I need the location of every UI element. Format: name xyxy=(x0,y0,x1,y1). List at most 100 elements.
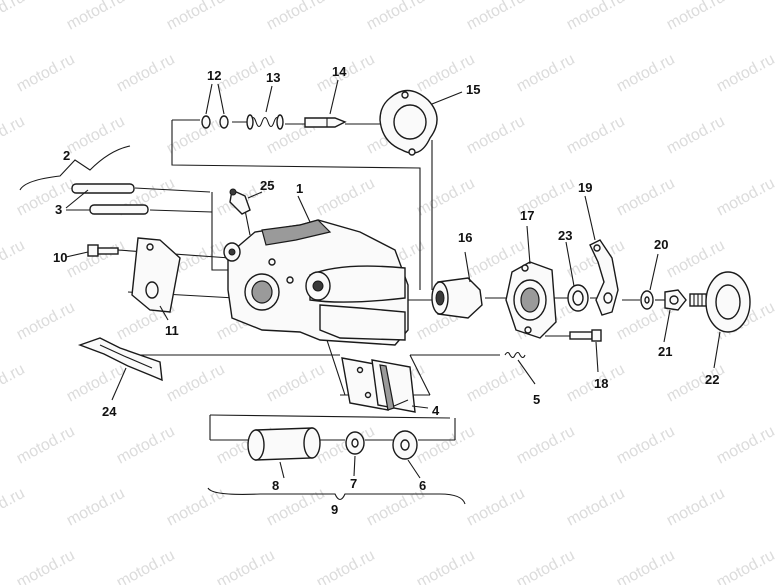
spring xyxy=(246,114,284,130)
adjuster-knob xyxy=(689,271,751,333)
watermark-text: motod.ru xyxy=(314,175,378,220)
watermark-text: motod.ru xyxy=(564,113,628,158)
assembly-lines xyxy=(117,119,665,441)
callout-1: 1 xyxy=(296,181,303,196)
gasket xyxy=(379,89,438,156)
watermark-text: motod.ru xyxy=(14,175,78,220)
watermark-text: motod.ru xyxy=(214,547,278,585)
leader-lines xyxy=(19,79,721,505)
callout-14: 14 xyxy=(332,64,347,79)
pad-spring-clip xyxy=(77,337,163,382)
mounting-bracket xyxy=(131,237,181,313)
watermark-text: motod.ru xyxy=(414,423,478,468)
watermark-text: motod.ru xyxy=(714,547,778,585)
watermark-text: motod.ru xyxy=(0,361,28,406)
bushing xyxy=(567,284,589,312)
callout-24: 24 xyxy=(102,404,117,419)
watermark-text: motod.ru xyxy=(714,423,778,468)
cam-housing xyxy=(505,261,557,339)
callout-19: 19 xyxy=(578,180,592,195)
watermark-text: motod.ru xyxy=(414,547,478,585)
callout-9: 9 xyxy=(331,502,338,517)
callout-18: 18 xyxy=(594,376,608,391)
watermark-text: motod.ru xyxy=(64,485,128,530)
watermark-text: motod.ru xyxy=(114,51,178,96)
watermark-text: motod.ru xyxy=(464,361,528,406)
watermark-text: motod.ru xyxy=(64,237,128,282)
watermark-text: motod.ru xyxy=(614,175,678,220)
watermark-text: motod.ru xyxy=(14,423,78,468)
watermark-text: motod.ru xyxy=(164,485,228,530)
callout-12: 12 xyxy=(207,68,221,83)
callout-8: 8 xyxy=(272,478,279,493)
watermark-text: motod.ru xyxy=(664,485,728,530)
callout-15: 15 xyxy=(466,82,480,97)
mounting-bolt xyxy=(87,244,119,257)
bleeder-screw xyxy=(229,188,251,215)
callout-23: 23 xyxy=(558,228,572,243)
watermark-text: motod.ru xyxy=(114,423,178,468)
watermark-text: motod.ru xyxy=(64,0,128,34)
watermark-text: motod.ru xyxy=(664,113,728,158)
washer xyxy=(640,290,654,310)
callout-7: 7 xyxy=(350,476,357,491)
watermark-text: motod.ru xyxy=(14,547,78,585)
watermark-text: motod.ru xyxy=(614,51,678,96)
watermark-text: motod.ru xyxy=(514,51,578,96)
watermark-text: motod.ru xyxy=(564,485,628,530)
watermark-text: motod.ru xyxy=(164,361,228,406)
callout-17: 17 xyxy=(520,208,534,223)
watermark-text: motod.ru xyxy=(664,0,728,34)
cam-bolt xyxy=(569,329,602,342)
callout-11: 11 xyxy=(165,323,179,338)
callout-2: 2 xyxy=(63,148,70,163)
callout-10: 10 xyxy=(53,250,67,265)
callout-4: 4 xyxy=(432,403,440,418)
watermark-text: motod.ru xyxy=(14,299,78,344)
watermark-text: motod.ru xyxy=(314,547,378,585)
actuator-lever xyxy=(589,239,619,316)
piston xyxy=(247,427,321,461)
watermark-text: motod.ru xyxy=(114,547,178,585)
callout-25: 25 xyxy=(260,178,274,193)
plunger-pin xyxy=(304,117,347,128)
watermark-text: motod.ru xyxy=(264,0,328,34)
watermark-text: motod.ru xyxy=(714,51,778,96)
watermark-text: motod.ru xyxy=(0,113,28,158)
o-ring-pair xyxy=(201,115,229,129)
watermark-text: motod.ru xyxy=(0,485,28,530)
callout-3: 3 xyxy=(55,202,62,217)
watermark-text: motod.ru xyxy=(614,423,678,468)
watermark-text: motod.ru xyxy=(464,113,528,158)
watermark-text: motod.ru xyxy=(514,547,578,585)
callout-16: 16 xyxy=(458,230,472,245)
callout-22: 22 xyxy=(705,372,719,387)
brake-pads xyxy=(341,357,416,413)
watermark-text: motod.ru xyxy=(364,0,428,34)
callout-13: 13 xyxy=(266,70,280,85)
dust-boot xyxy=(392,430,418,460)
actuator-cup xyxy=(431,277,483,319)
watermark-text: motod.ru xyxy=(264,361,328,406)
callout-21: 21 xyxy=(658,344,672,359)
callout-labels: 1 2 3 4 5 6 7 8 9 10 11 12 13 14 15 16 1… xyxy=(53,64,719,517)
callout-6: 6 xyxy=(419,478,426,493)
small-spring xyxy=(504,351,526,359)
watermark-text: motod.ru xyxy=(564,0,628,34)
nut xyxy=(664,289,687,311)
piston-seal xyxy=(345,431,365,455)
watermark-text: motod.ru xyxy=(464,485,528,530)
watermark-text: motod.ru xyxy=(414,175,478,220)
watermark-text: motod.ru xyxy=(464,0,528,34)
watermark-text: motod.ru xyxy=(714,175,778,220)
callout-5: 5 xyxy=(533,392,540,407)
watermark-text: motod.ru xyxy=(64,113,128,158)
watermark-text: motod.ru xyxy=(0,237,28,282)
watermark-text: motod.ru xyxy=(0,0,28,34)
caliper-body xyxy=(223,219,409,346)
watermark-text: motod.ru xyxy=(14,51,78,96)
watermark-text: motod.ru xyxy=(164,0,228,34)
watermark-text: motod.ru xyxy=(64,361,128,406)
watermark-text: motod.ru xyxy=(614,547,678,585)
